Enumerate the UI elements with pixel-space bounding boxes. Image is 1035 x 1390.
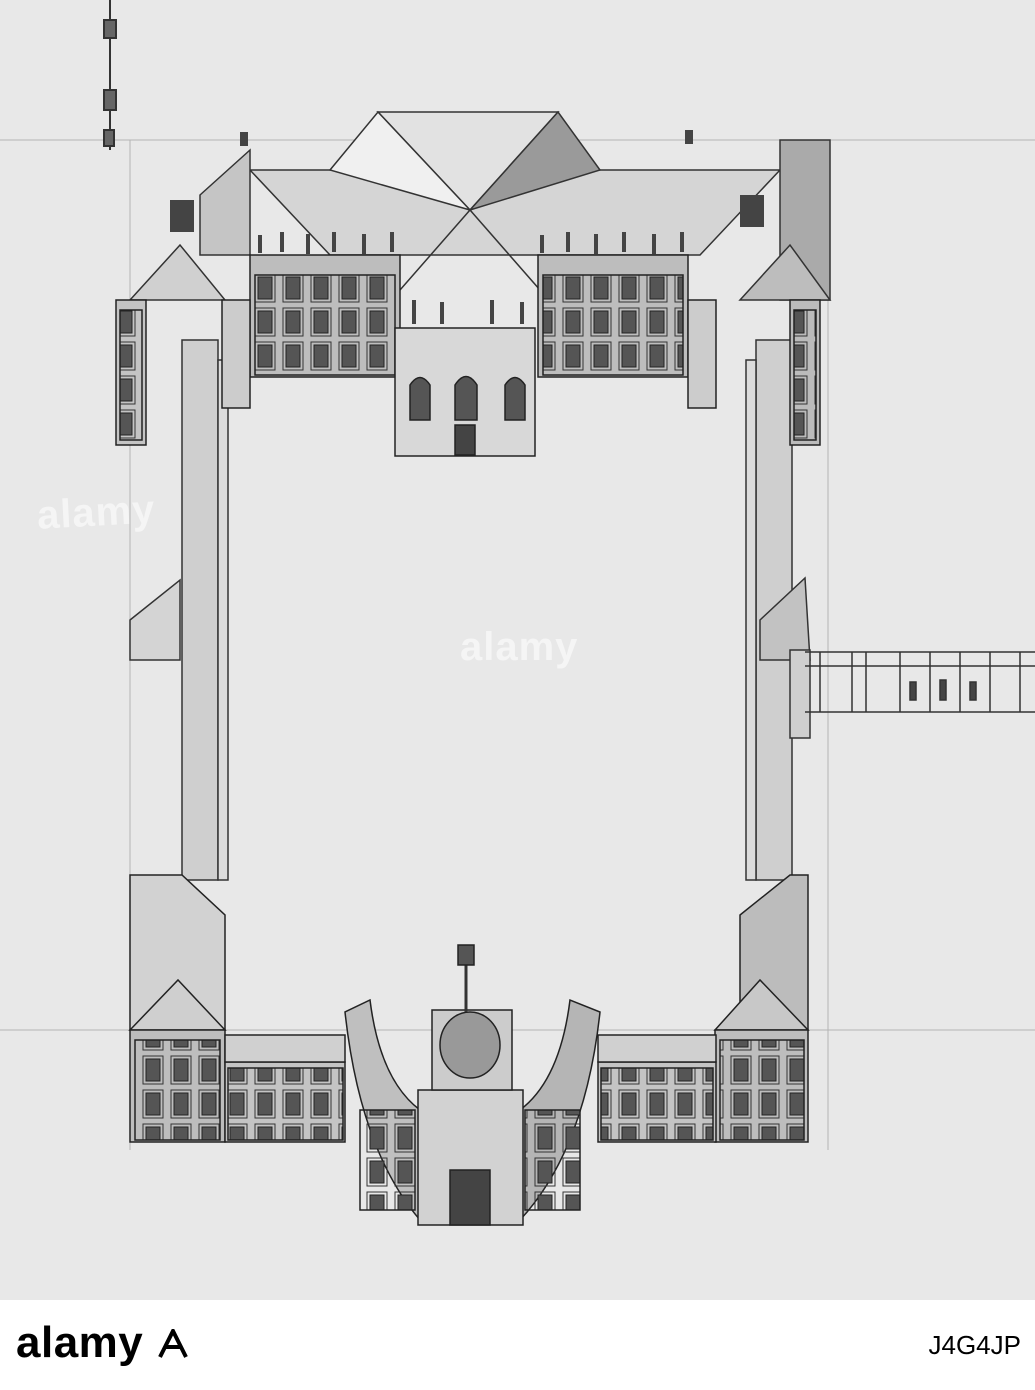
footer-bar xyxy=(0,1300,1035,1390)
alamy-a-icon xyxy=(156,1320,190,1370)
left-ornament xyxy=(103,0,117,150)
image-id: J4G4JP xyxy=(928,1330,1022,1360)
architectural-drawing: alamy alamy xyxy=(0,0,1035,1300)
colonnade xyxy=(805,651,1035,713)
central-gate xyxy=(344,944,601,1226)
alamy-logo: alamy xyxy=(16,1318,190,1370)
watermark-left: alamy xyxy=(36,488,157,538)
bottom-facade xyxy=(128,874,810,1143)
top-facade xyxy=(115,254,821,457)
right-pavilions xyxy=(129,576,811,739)
palace-elevation-plan: alamy alamy xyxy=(0,0,1035,1226)
watermark-center: alamy xyxy=(460,625,578,669)
alamy-logo-text: alamy xyxy=(16,1318,144,1367)
top-roof xyxy=(128,110,832,301)
